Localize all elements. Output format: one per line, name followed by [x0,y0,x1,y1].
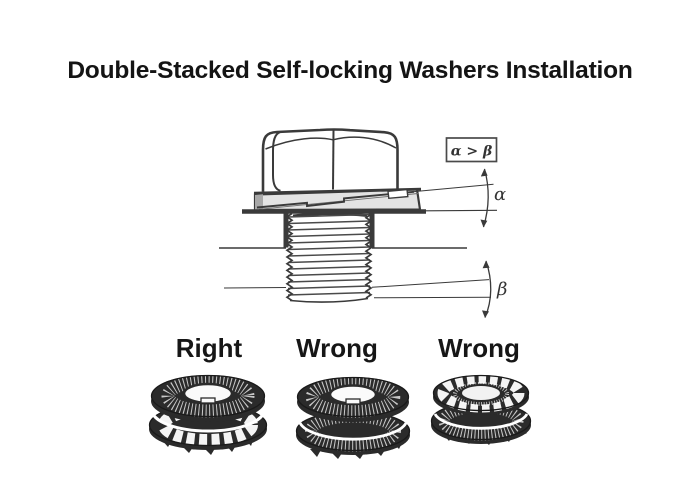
caption-right: Right [175,333,243,363]
threaded-shaft [285,210,373,303]
top-washer [432,373,530,415]
top-washer [150,374,266,422]
caption-wrong-1: Wrong [296,333,378,363]
page-title: Double-Stacked Self-locking Washers Inst… [67,57,633,84]
alpha-label: α [494,184,506,205]
stack-gap [433,413,529,430]
caption-wrong-2: Wrong [438,333,520,363]
washer-pair-cam-faces-together-icon [148,374,268,455]
alpha-gt-beta-callout: α > β [445,137,498,163]
alpha-gt-beta-label: α > β [451,144,493,160]
hex-head [253,128,422,195]
stack-gap [298,422,408,441]
cam-interface-gap [150,409,266,433]
top-washer [296,376,410,422]
beta-label: β [496,279,507,300]
alpha-angle-annotation: α [413,168,506,228]
washer-stack-cross-section [253,188,422,212]
washer-pair-stacked-same-direction-icon [295,376,411,459]
beta-angle-annotation: β [371,260,507,318]
washer-pair-cam-faces-outward-icon [430,373,532,445]
